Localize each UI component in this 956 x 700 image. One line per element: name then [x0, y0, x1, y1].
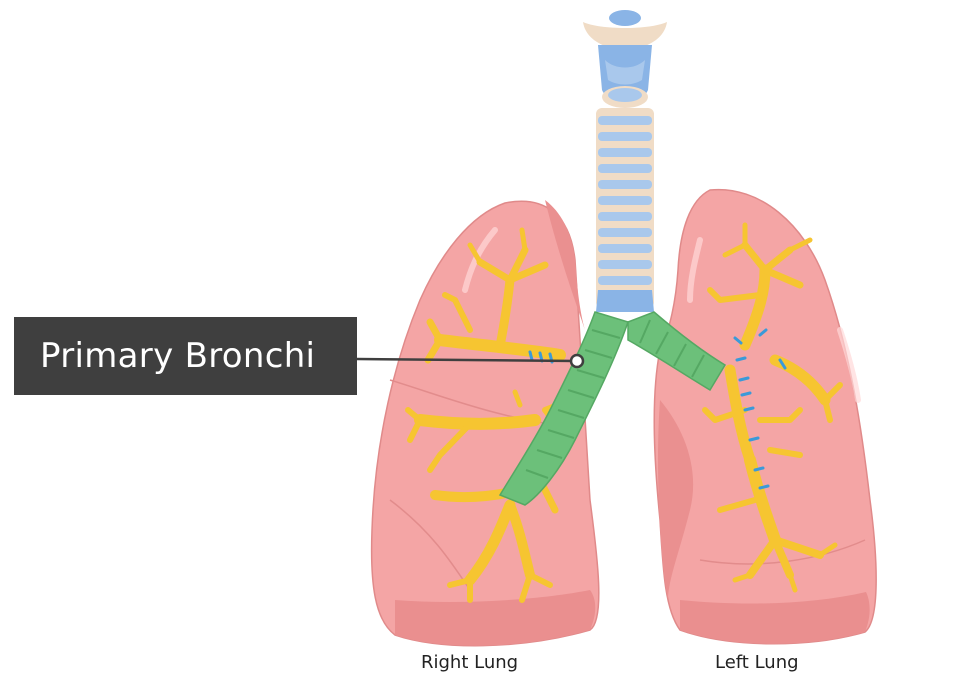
trachea — [596, 108, 654, 312]
right-lung-label: Right Lung — [421, 652, 519, 673]
left-lung — [653, 188, 877, 645]
callout-label-box: Primary Bronchi — [14, 317, 357, 395]
callout-label-text: Primary Bronchi — [40, 336, 316, 376]
cartilage-marks — [528, 328, 787, 490]
left-lung-label: Left Lung — [715, 652, 799, 673]
larynx — [583, 10, 667, 108]
bronchial-tree — [405, 222, 843, 603]
primary-bronchi[interactable] — [498, 311, 727, 506]
callout-leader — [356, 353, 585, 369]
